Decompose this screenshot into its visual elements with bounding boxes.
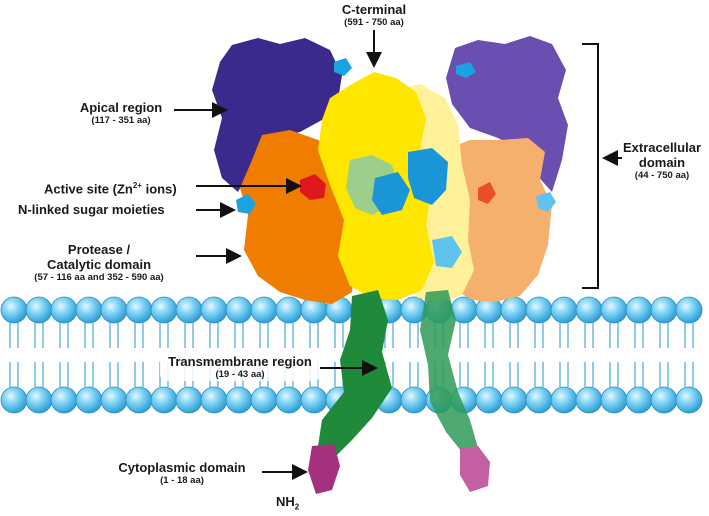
apical-region-left [212,38,342,192]
lipid-head [175,296,203,324]
transmembrane-range: (19 - 43 aa) [215,369,265,380]
inner-blue-right [408,148,448,205]
active-site-pre: Active site (Zn [44,181,133,197]
cytoplasmic-right [460,446,490,492]
lipid-head [525,386,553,414]
protease-range: (57 - 116 aa and 352 - 590 aa) [34,272,164,283]
lipid-head [625,296,653,324]
transmembrane-right [420,290,478,452]
n-linked-label: N-linked sugar moieties [18,202,165,217]
lipid-head [250,296,278,324]
sugar-moiety-right-mid [536,192,556,212]
lipid-head [225,296,253,324]
lipid-head [575,296,603,324]
protease-line1: Protease / [67,242,131,257]
lipid-head [50,296,78,324]
lipid-head [125,296,153,324]
nh2-base: NH [276,494,295,509]
transmembrane-label: Transmembrane region (19 - 43 aa) [160,354,320,381]
protease-line2: Catalytic domain [46,257,152,272]
extracellular-bracket [582,43,599,289]
lipid-head [75,296,103,324]
sugar-moiety-right-top [456,62,476,78]
lipid-head [275,386,303,414]
active-site-post: ions) [141,181,177,197]
cytoplasmic-title: Cytoplasmic domain [118,460,246,475]
transmembrane-title: Transmembrane region [168,354,312,369]
lipid-head [0,296,28,324]
active-site-left [300,174,326,200]
apical-region-label: Apical region (117 - 351 aa) [66,100,176,127]
extracellular-line2: domain [638,155,686,170]
lipid-head [475,386,503,414]
c-terminal-label: C-terminal (591 - 750 aa) [330,2,418,29]
lipid-head [25,296,53,324]
lipid-head [250,386,278,414]
inner-blue-lower-right [432,236,462,268]
lipid-head [100,296,128,324]
lipid-head [625,386,653,414]
nh2-sub: 2 [294,502,300,512]
lipid-head [50,386,78,414]
c-terminal-title: C-terminal [341,2,407,17]
lipid-head [600,386,628,414]
inner-blue-left [372,172,410,215]
lipid-head [600,296,628,324]
lipid-head [275,296,303,324]
protease-label: Protease / Catalytic domain (57 - 116 aa… [4,242,194,284]
lipid-head [650,386,678,414]
lipid-head [75,386,103,414]
lipid-head [500,296,528,324]
sugar-moiety-left-top [334,58,352,76]
extracellular-line1: Extracellular [622,140,702,155]
apical-region-range: (117 - 351 aa) [91,115,151,126]
extracellular-label: Extracellular domain (44 - 750 aa) [618,140,706,182]
lipid-head [400,386,428,414]
lipid-head [200,296,228,324]
lipid-head [150,296,178,324]
lipid-head [300,386,328,414]
lipid-head [675,386,703,414]
lipid-head [150,386,178,414]
extracellular-range: (44 - 750 aa) [634,170,690,181]
callout-arrows [174,30,622,480]
lipid-head [575,386,603,414]
lipid-head [200,386,228,414]
cytoplasmic-left [308,444,340,494]
lipid-head [550,296,578,324]
active-site-sup: 2+ [132,181,142,190]
lipid-head [125,386,153,414]
lipid-head [550,386,578,414]
n-linked-title: N-linked sugar moieties [18,202,165,217]
cytoplasmic-range: (1 - 18 aa) [160,475,204,486]
lipid-head [225,386,253,414]
sugar-moiety-left-mid [236,194,256,214]
apical-region-title: Apical region [79,100,163,115]
active-site-right [478,182,496,204]
lipid-head [175,386,203,414]
protein-dimer [212,36,568,304]
c-terminal-range: (591 - 750 aa) [344,17,404,28]
active-site-label: Active site (Zn2+ ions) [44,178,177,196]
lipid-head [100,386,128,414]
lipid-head [650,296,678,324]
transmembrane-left [318,290,392,458]
nh2-label: NH2 [276,494,299,515]
membrane-anchors [308,290,490,494]
cytoplasmic-label: Cytoplasmic domain (1 - 18 aa) [104,460,260,487]
lipid-head [675,296,703,324]
lipid-head [500,386,528,414]
lipid-head [25,386,53,414]
lipid-head [0,386,28,414]
lipid-head [525,296,553,324]
